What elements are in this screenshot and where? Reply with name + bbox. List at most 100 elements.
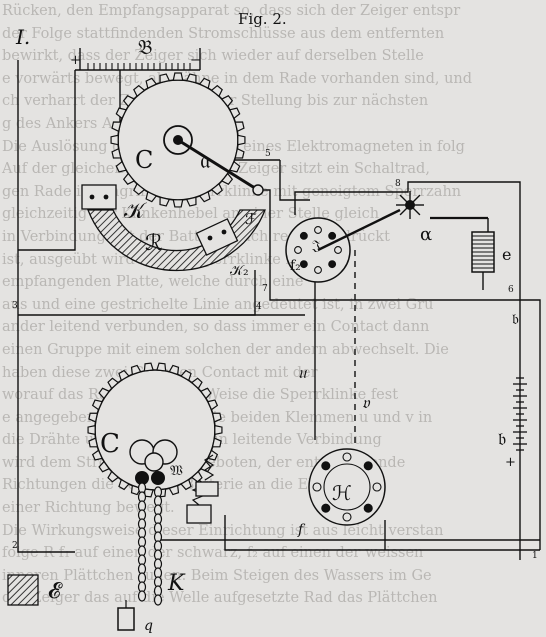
ratchet-tooth xyxy=(198,190,211,203)
label-b-upper: 𝔟 xyxy=(512,310,519,328)
wire-number-7: 7 xyxy=(262,284,268,294)
escapement-star-alpha xyxy=(396,191,424,219)
bleed-through-line: aus und eine gestrichelte Linie angedeut… xyxy=(2,296,434,313)
ratchet-tooth xyxy=(98,387,111,400)
label-E: 𝓔 xyxy=(48,579,63,604)
label-R: ℛ xyxy=(145,231,163,256)
wire-number-6: 6 xyxy=(508,285,514,295)
ratchet-tooth xyxy=(122,172,136,185)
bleed-through-line: der Zeiger das auf die Welle aufgesetzte… xyxy=(2,590,438,607)
wire-number-2: 2 xyxy=(12,541,18,551)
contact-dot xyxy=(321,503,331,513)
label-a-top: 𝔞 xyxy=(200,146,211,174)
contact-dot xyxy=(314,226,322,234)
chain-link xyxy=(137,590,147,602)
bleed-through-line: empfangenden Platte, welche durch eine xyxy=(2,274,304,291)
wire-number-3: 3 xyxy=(12,301,18,311)
ratchet-tooth xyxy=(159,73,171,84)
contact-dot xyxy=(314,266,322,274)
ratchet-tooth xyxy=(172,72,184,81)
ratchet-tooth xyxy=(111,121,122,133)
label-q: q xyxy=(144,618,153,634)
label-b: 𝔟 xyxy=(498,429,506,450)
ratchet-tooth xyxy=(234,121,245,133)
ratchet-tooth xyxy=(88,412,99,423)
ratchet-tooth xyxy=(214,424,223,436)
wire-left-frame xyxy=(17,60,75,553)
contact-dot xyxy=(334,246,342,254)
label-K2: 𝒦₂ xyxy=(230,263,249,279)
bleed-through-line: bewirkt, dass der Zeiger sich wieder auf… xyxy=(2,48,424,65)
contact-dot xyxy=(312,482,322,492)
ratchet-tooth xyxy=(237,134,246,146)
wire-number-8: 8 xyxy=(395,179,401,189)
contact-dot xyxy=(342,512,352,522)
label-F: ℱ xyxy=(245,210,257,228)
wire-5-drop xyxy=(279,160,310,201)
figure-title: Fig. 2. xyxy=(238,10,287,28)
ratchet-tooth xyxy=(118,369,130,382)
hatched-block-E xyxy=(7,574,39,606)
bleed-through-line: gen Rade in Eingriff die Sperrklinke mit… xyxy=(2,183,462,200)
electromagnet-e xyxy=(430,216,495,290)
contact-disc-J xyxy=(285,208,401,283)
ratchet-tooth xyxy=(190,377,203,390)
label-J: 𝔍 xyxy=(311,238,321,254)
contact-dot xyxy=(328,260,337,269)
bleed-through-line: g des Ankers A. xyxy=(2,115,118,132)
ratchet-tooth xyxy=(172,199,184,208)
ratchet-tooth xyxy=(207,399,219,411)
ratchet-tooth xyxy=(115,160,128,173)
wire-3 xyxy=(18,270,256,316)
label-f: f xyxy=(297,522,306,538)
ratchet-tooth xyxy=(198,77,211,90)
label-H: ℋ xyxy=(332,481,352,505)
ratchet-tooth xyxy=(211,437,222,448)
bleed-through-line: folge R f₁ auf einen der schwarz, f₂ auf… xyxy=(2,545,424,562)
contact-dot xyxy=(363,461,373,471)
label-v: 𝔳 xyxy=(362,393,371,413)
chain-link xyxy=(153,594,163,606)
ratchet-tooth xyxy=(156,362,167,372)
panel-label: I. xyxy=(15,25,30,49)
contact-dot xyxy=(299,231,308,240)
label-alpha: α xyxy=(420,224,432,245)
ratchet-tooth xyxy=(228,160,241,173)
label-plus-left: + xyxy=(70,53,81,68)
label-f2: f₂ xyxy=(290,258,301,274)
wire-number-4: 4 xyxy=(256,302,262,312)
bleed-through-line: Die Wirkungsweise dieser Einrichtung ist… xyxy=(2,522,444,539)
ratchet-tooth xyxy=(107,470,120,483)
arc-resistor-R xyxy=(81,184,266,272)
wire-7 xyxy=(255,189,541,550)
wire-8 xyxy=(294,181,521,560)
ratchet-tooth xyxy=(143,362,154,372)
ratchet-tooth xyxy=(210,84,223,98)
contact-dot xyxy=(299,260,308,269)
label-C-top: C xyxy=(135,146,153,174)
ratchet-tooth xyxy=(185,196,197,207)
label-W: 𝔚 xyxy=(170,463,183,479)
ratchet-tooth xyxy=(168,484,180,496)
ratchet-tooth xyxy=(91,449,103,461)
ratchet-tooth xyxy=(130,364,142,376)
wiring xyxy=(17,60,541,560)
ratchet-tooth xyxy=(220,172,234,185)
ratchet-tooth xyxy=(180,478,192,491)
ratchet-tooth xyxy=(122,95,136,108)
ratchet-tooth xyxy=(145,190,158,203)
ratchet-tooth xyxy=(234,147,245,159)
ratchet-tooth xyxy=(228,107,241,120)
bleed-through-line: der Folge stattfindenden Stromschlüsse a… xyxy=(2,25,445,42)
ratchet-tooth xyxy=(118,478,130,491)
ratchet-tooth xyxy=(133,84,146,98)
ratchet-wheel-lower xyxy=(87,362,223,498)
contact-dot xyxy=(342,452,352,462)
label-minus-left: − xyxy=(190,53,201,68)
ratchet-tooth xyxy=(159,196,171,207)
spring-coil-lower xyxy=(195,454,219,497)
label-C-bottom: C xyxy=(100,429,120,459)
contact-dot xyxy=(363,503,373,513)
